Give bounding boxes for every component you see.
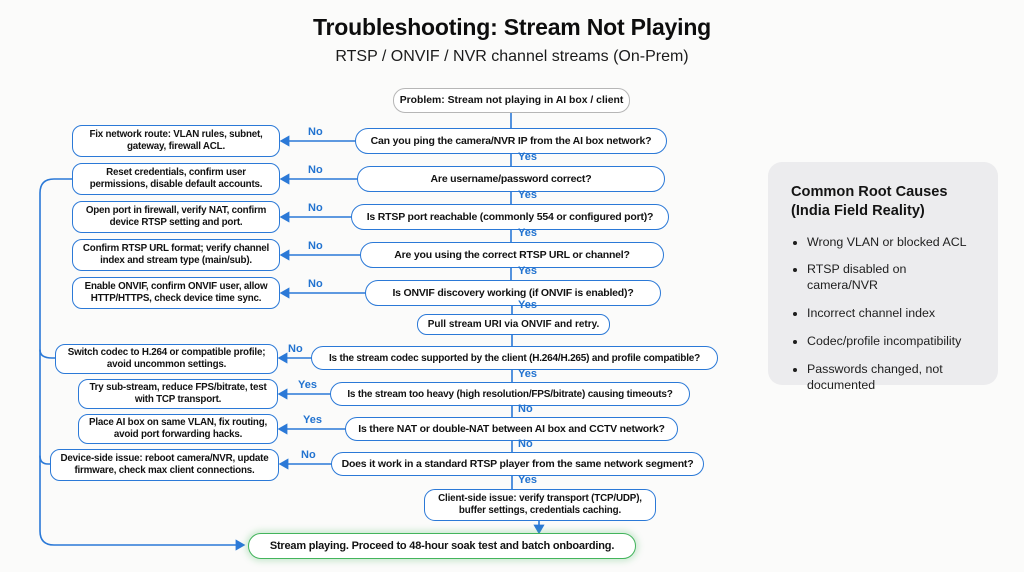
- edge-label-yes: Yes: [518, 474, 537, 486]
- edge-label-no: No: [308, 278, 323, 290]
- root-cause-item: Incorrect channel index: [807, 306, 978, 322]
- edge-label-yes: Yes: [303, 414, 322, 426]
- decision-rtsp-player: Does it work in a standard RTSP player f…: [331, 452, 704, 476]
- edge-label-yes: Yes: [298, 379, 317, 391]
- success-stream-playing: Stream playing. Proceed to 48-hour soak …: [248, 533, 636, 559]
- decision-onvif-discovery: Is ONVIF discovery working (if ONVIF is …: [365, 280, 661, 306]
- edge-label-yes: Yes: [518, 265, 537, 277]
- edge-label-yes: Yes: [518, 299, 537, 311]
- edge-label-yes: Yes: [518, 227, 537, 239]
- decision-rtsp-port: Is RTSP port reachable (commonly 554 or …: [351, 204, 669, 230]
- fix-same-vlan: Place AI box on same VLAN, fix routing, …: [78, 414, 278, 444]
- root-cause-item: RTSP disabled on camera/NVR: [807, 262, 978, 294]
- edge-label-no: No: [518, 438, 533, 450]
- fix-reset-credentials: Reset credentials, confirm user permissi…: [72, 163, 280, 195]
- node-problem: Problem: Stream not playing in AI box / …: [393, 88, 630, 113]
- fix-device-side: Device-side issue: reboot camera/NVR, up…: [50, 449, 279, 481]
- decision-rtsp-url: Are you using the correct RTSP URL or ch…: [360, 242, 664, 268]
- action-client-side: Client-side issue: verify transport (TCP…: [424, 489, 656, 521]
- edge-label-yes: Yes: [518, 189, 537, 201]
- fix-network-route: Fix network route: VLAN rules, subnet, g…: [72, 125, 280, 157]
- fix-switch-codec: Switch codec to H.264 or compatible prof…: [55, 344, 278, 374]
- edge-label-no: No: [308, 202, 323, 214]
- root-causes-list: Wrong VLAN or blocked ACL RTSP disabled …: [791, 235, 978, 394]
- action-pull-uri: Pull stream URI via ONVIF and retry.: [417, 314, 610, 335]
- edge-label-no: No: [308, 164, 323, 176]
- edge-label-yes: Yes: [518, 151, 537, 163]
- edge-label-no: No: [288, 343, 303, 355]
- decision-credentials: Are username/password correct?: [357, 166, 665, 192]
- decision-nat: Is there NAT or double-NAT between AI bo…: [345, 417, 678, 441]
- edge-label-no: No: [301, 449, 316, 461]
- page-subtitle: RTSP / ONVIF / NVR channel streams (On-P…: [335, 48, 689, 65]
- edge-label-no: No: [308, 240, 323, 252]
- root-causes-title-line2: (India Field Reality): [791, 203, 925, 220]
- root-cause-item: Passwords changed, not documented: [807, 362, 978, 394]
- fix-rtsp-url-format: Confirm RTSP URL format; verify channel …: [72, 239, 280, 271]
- page-title: Troubleshooting: Stream Not Playing: [312, 14, 712, 40]
- root-cause-item: Wrong VLAN or blocked ACL: [807, 235, 978, 251]
- fix-sub-stream: Try sub-stream, reduce FPS/bitrate, test…: [78, 379, 278, 409]
- decision-ping: Can you ping the camera/NVR IP from the …: [355, 128, 667, 154]
- edge-label-no: No: [518, 403, 533, 415]
- decision-codec: Is the stream codec supported by the cli…: [311, 346, 718, 370]
- root-causes-panel: Common Root Causes (India Field Reality)…: [768, 162, 998, 392]
- edge-label-yes: Yes: [518, 368, 537, 380]
- root-cause-item: Codec/profile incompatibility: [807, 334, 978, 350]
- fix-open-port: Open port in firewall, verify NAT, confi…: [72, 201, 280, 233]
- fix-enable-onvif: Enable ONVIF, confirm ONVIF user, allow …: [72, 277, 280, 309]
- edge-label-no: No: [308, 126, 323, 138]
- decision-stream-heavy: Is the stream too heavy (high resolution…: [330, 382, 690, 406]
- root-causes-title: Common Root Causes (India Field Reality): [791, 183, 978, 222]
- root-causes-title-line1: Common Root Causes: [791, 184, 948, 200]
